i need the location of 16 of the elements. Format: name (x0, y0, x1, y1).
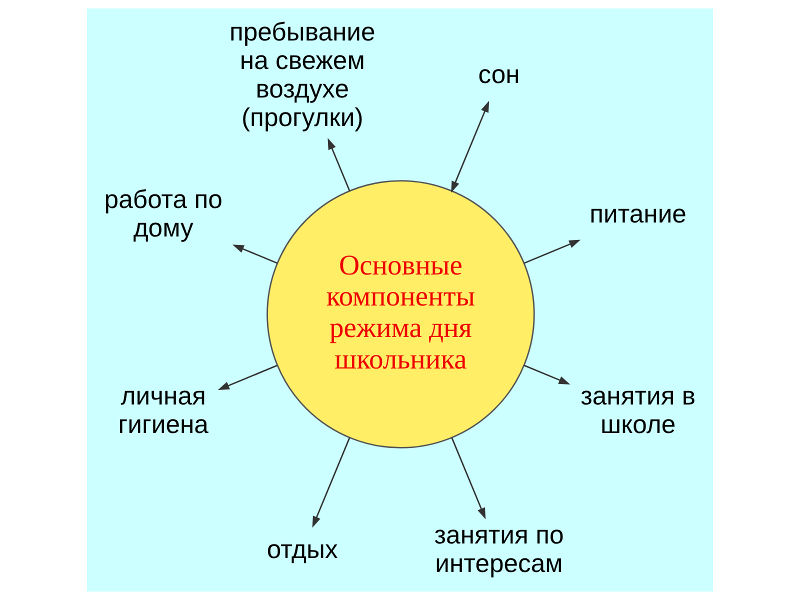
node-text: питание (590, 200, 686, 228)
node-text: работа по дому (104, 186, 222, 243)
arrow (524, 364, 570, 384)
node-text: сон (478, 61, 520, 90)
arrow (524, 240, 581, 264)
arrow (312, 438, 350, 528)
arrow (451, 438, 486, 520)
node-text: пребывание на свежем воздухе (прогулки) (229, 18, 376, 132)
node-text: занятия в школе (580, 382, 696, 440)
arrow (232, 244, 278, 264)
arrow (218, 364, 278, 390)
node-text: отдых (266, 536, 338, 564)
node-text: занятия по интересам (434, 522, 564, 578)
arrow (328, 138, 350, 191)
node-text: личная гигиена (118, 382, 208, 440)
arrow (451, 100, 490, 193)
